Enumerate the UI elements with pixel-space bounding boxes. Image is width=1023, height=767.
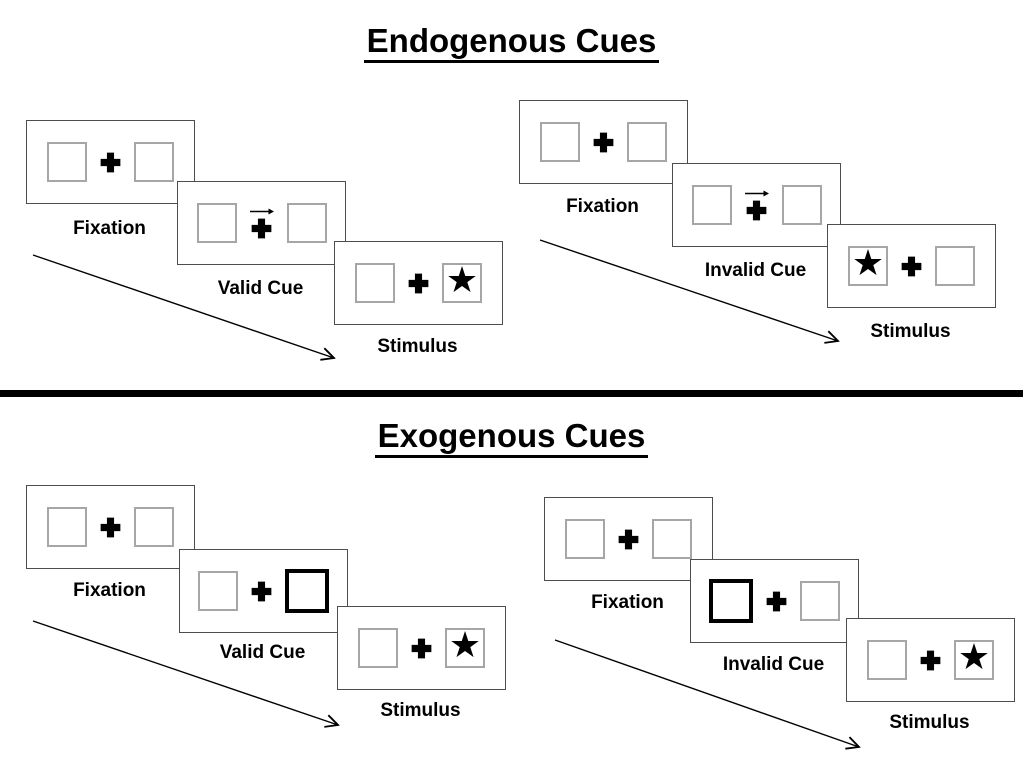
star-target-icon: ★ xyxy=(851,243,885,284)
panel-label: Stimulus xyxy=(380,700,461,721)
panel-invalid-cue xyxy=(690,559,859,643)
panel-label: Fixation xyxy=(73,580,146,601)
right-box xyxy=(800,581,840,621)
left-box xyxy=(355,263,395,303)
right-box xyxy=(134,507,174,547)
panel-label: Fixation xyxy=(591,592,664,613)
fixation-cross-icon xyxy=(408,273,429,294)
right-box-with-target: ★ xyxy=(445,628,485,668)
panel-stimulus: ★ xyxy=(337,606,506,690)
right-box-highlighted-cue xyxy=(285,569,329,613)
panel-label: Fixation xyxy=(73,218,146,239)
star-target-icon: ★ xyxy=(445,260,479,301)
left-box xyxy=(47,142,87,182)
left-box-highlighted-cue xyxy=(709,579,753,623)
left-box xyxy=(196,203,237,243)
fixation-cross-icon xyxy=(901,256,922,277)
panel-label: Invalid Cue xyxy=(722,654,825,675)
panel-stimulus: ★ xyxy=(827,224,996,308)
panel-label: Stimulus xyxy=(870,321,951,342)
left-box xyxy=(358,628,398,668)
panel-valid-cue xyxy=(177,181,346,265)
fixation-cross-icon xyxy=(100,517,121,538)
fixation-cross-icon xyxy=(746,200,767,221)
fixation-cross-icon xyxy=(251,218,272,239)
section-title-endogenous: Endogenous Cues xyxy=(0,23,1023,63)
left-box xyxy=(198,571,238,611)
right-box xyxy=(935,246,975,286)
fixation-cross-icon xyxy=(920,650,941,671)
left-box xyxy=(540,122,580,162)
timeline-arrow xyxy=(539,239,845,348)
panel-fixation xyxy=(519,100,688,184)
right-arrow-cue-icon xyxy=(744,190,769,197)
left-box xyxy=(867,640,907,680)
timeline-arrow xyxy=(554,639,866,754)
panel-label: Valid Cue xyxy=(217,278,304,299)
fixation-cross-icon xyxy=(251,581,272,602)
left-box-with-target: ★ xyxy=(848,246,888,286)
star-target-icon: ★ xyxy=(448,625,482,666)
right-box xyxy=(652,519,692,559)
panel-label: Stimulus xyxy=(889,712,970,733)
fixation-cross-icon xyxy=(618,529,639,550)
section-title-exogenous: Exogenous Cues xyxy=(0,418,1023,458)
fixation-cross-icon xyxy=(411,638,432,659)
right-box xyxy=(627,122,667,162)
section-divider xyxy=(0,390,1023,397)
panel-fixation xyxy=(544,497,713,581)
panel-label: Valid Cue xyxy=(219,642,306,663)
timeline-arrow xyxy=(32,620,346,732)
panel-valid-cue xyxy=(179,549,348,633)
panel-fixation xyxy=(26,120,195,204)
star-target-icon: ★ xyxy=(957,637,991,678)
left-box xyxy=(565,519,605,559)
right-box xyxy=(286,203,327,243)
fixation-cross-icon xyxy=(100,152,121,173)
right-box xyxy=(134,142,174,182)
left-box xyxy=(47,507,87,547)
fixation-cross-icon xyxy=(593,132,614,153)
panel-stimulus: ★ xyxy=(334,241,503,325)
left-box xyxy=(691,185,732,225)
fixation-cross-icon xyxy=(766,591,787,612)
panel-invalid-cue xyxy=(672,163,841,247)
panel-stimulus: ★ xyxy=(846,618,1015,702)
panel-fixation xyxy=(26,485,195,569)
right-box xyxy=(781,185,822,225)
right-box-with-target: ★ xyxy=(954,640,994,680)
right-box-with-target: ★ xyxy=(442,263,482,303)
panel-label: Stimulus xyxy=(377,336,458,357)
panel-label: Invalid Cue xyxy=(704,260,807,281)
timeline-arrow xyxy=(32,254,343,365)
right-arrow-cue-icon xyxy=(249,208,274,215)
panel-label: Fixation xyxy=(566,196,639,217)
